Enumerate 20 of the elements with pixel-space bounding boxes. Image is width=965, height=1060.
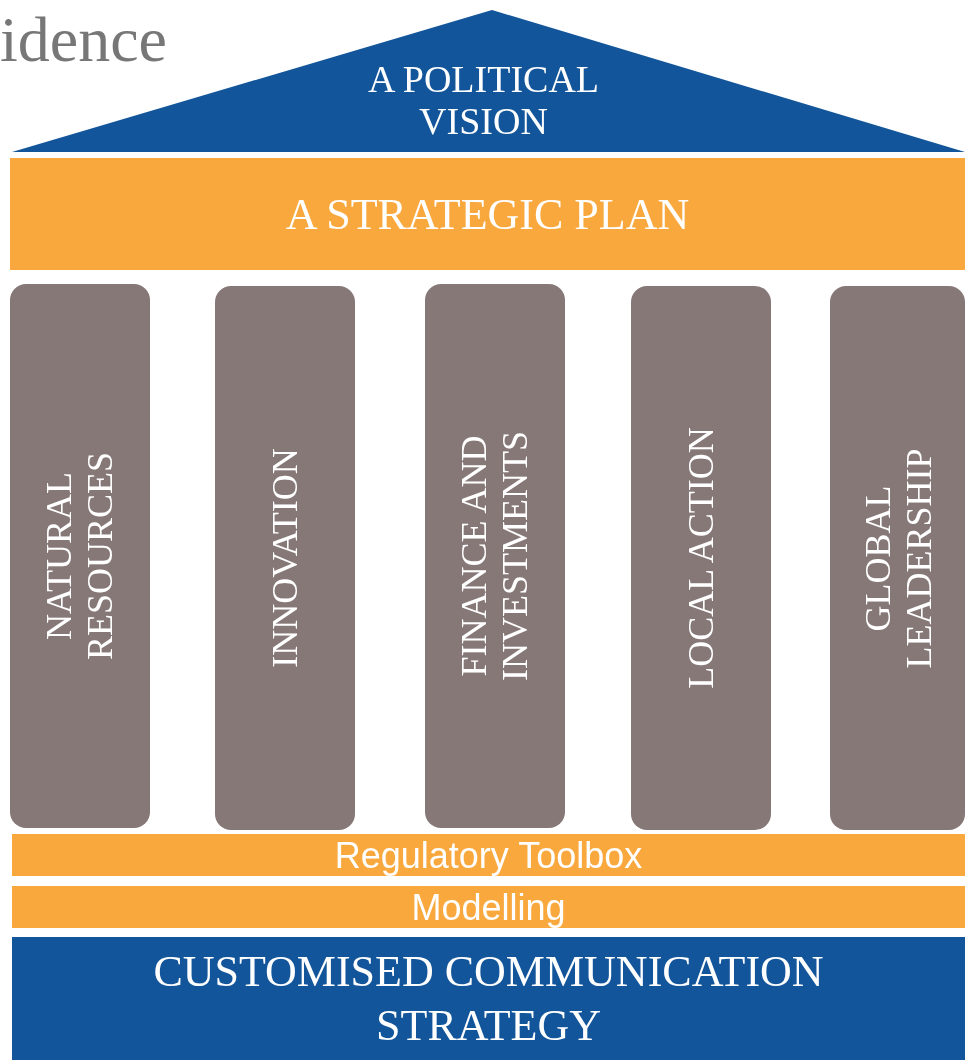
band-label: Regulatory Toolbox (334, 834, 643, 876)
pillar-label: NATURAL RESOURCES (39, 450, 121, 663)
band-label: A STRATEGIC PLAN (285, 188, 690, 240)
pillar-label: FINANCE AND INVESTMENTS (454, 430, 536, 683)
band-label: Modelling (411, 886, 566, 928)
pillar-label: LOCAL ACTION (680, 427, 722, 689)
foundation-band (12, 937, 965, 1060)
pillar-label: INNOVATION (264, 448, 306, 668)
cut-off-heading: idence (0, 3, 167, 77)
pillar (425, 284, 565, 828)
pillar (215, 286, 355, 830)
pillar (631, 286, 771, 830)
toolbox-band (12, 834, 965, 876)
pillar (10, 284, 150, 828)
modelling-band (12, 886, 965, 928)
band-label: CUSTOMISED COMMUNICATION STRATEGY (152, 945, 825, 1052)
pillar-label: GLOBAL LEADERSHIP (856, 447, 939, 670)
plan-band (10, 158, 965, 270)
roof-title: A POLITICAL VISION (366, 58, 601, 142)
pillar (830, 286, 965, 830)
